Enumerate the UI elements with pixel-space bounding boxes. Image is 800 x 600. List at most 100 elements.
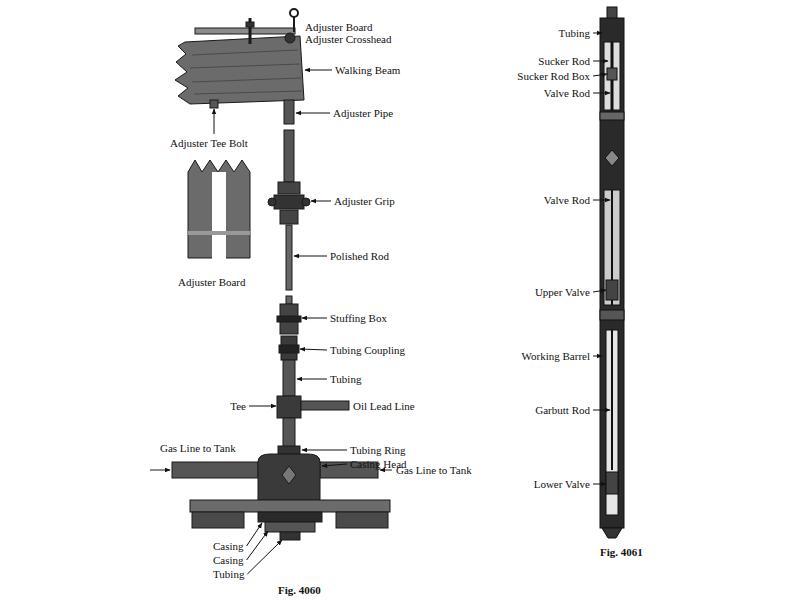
leader-line (311, 201, 331, 202)
tubing (280, 532, 300, 540)
adjuster-grip (274, 195, 304, 209)
sucker-rod-box (607, 68, 617, 80)
collar (600, 112, 624, 120)
tubing-tip (602, 528, 622, 538)
adjuster-pipe (284, 100, 294, 124)
part-label: Sucker Rod Box (517, 70, 590, 82)
leader-line (247, 531, 268, 560)
leader-line (593, 33, 602, 34)
part-label: Walking Beam (335, 64, 400, 76)
casing (265, 522, 315, 532)
grip-bolt (302, 198, 310, 206)
lower-valve (606, 472, 618, 494)
polished-rod (286, 225, 292, 290)
stuffing-box-ring (277, 316, 301, 322)
part-label: Valve Rod (544, 87, 590, 99)
upper-valve (606, 280, 618, 300)
tubing-top (607, 7, 617, 19)
leader-line (593, 61, 608, 62)
platform-beam (336, 512, 388, 528)
eye-bolt (290, 9, 298, 17)
cutaway (604, 190, 620, 305)
part-label: Casing (213, 540, 244, 552)
leader-line (593, 290, 606, 292)
tubing (283, 360, 295, 396)
leader-line (593, 74, 607, 76)
figure-caption: Fig. 4061 (600, 546, 643, 558)
oil-lead-line (301, 401, 349, 410)
part-label: Upper Valve (535, 286, 590, 298)
leader-line (302, 450, 347, 451)
adjuster-tee-bolt (210, 100, 218, 108)
leader-line (294, 256, 327, 257)
grip-bolt (268, 198, 276, 206)
tubing-coupling-ring (279, 345, 299, 353)
adjuster-grip (278, 182, 300, 194)
leader-line (214, 109, 215, 134)
part-label: Adjuster Pipe (333, 107, 393, 119)
board-band (188, 231, 250, 235)
eye-bolt-shank (293, 17, 295, 32)
polished-rod (286, 296, 292, 304)
wood-grain (190, 50, 302, 94)
collar (600, 310, 624, 320)
gas-line (172, 462, 258, 478)
part-label: Tubing Coupling (330, 344, 405, 356)
leader-line (305, 70, 332, 71)
part-label: Polished Rod (330, 250, 389, 262)
leader-line (593, 200, 610, 201)
part-label: Garbutt Rod (535, 404, 590, 416)
part-label: Adjuster Grip (334, 195, 395, 207)
adjuster-board-detail (188, 160, 250, 258)
part-label: Stuffing Box (330, 312, 387, 324)
leader-line (300, 349, 327, 350)
part-label: Tubing (330, 373, 361, 385)
leader-line (593, 484, 606, 485)
maker-mark (605, 150, 619, 166)
tubing-body (600, 18, 624, 528)
platform (190, 500, 390, 512)
working-pump (600, 7, 624, 538)
part-label: Sucker Rod (538, 55, 590, 67)
maker-mark (282, 466, 296, 484)
adjuster-board (195, 28, 295, 34)
board-slot (212, 172, 226, 259)
part-label: Gas Line to Tank (160, 442, 236, 454)
leader-line (249, 406, 276, 407)
adjuster-pipe (284, 130, 294, 182)
casing (258, 512, 322, 522)
leader-line (593, 410, 610, 411)
adjuster-crosshead (285, 33, 295, 43)
part-label: Oil Lead Line (353, 400, 415, 412)
part-label: Tubing (559, 27, 590, 39)
leader-line (322, 464, 347, 466)
leader-line (593, 93, 610, 94)
part-label: Valve Rod (544, 194, 590, 206)
part-label: Lower Valve (534, 478, 590, 490)
platform-beam (192, 512, 244, 528)
garbutt-rod (611, 330, 613, 470)
casing-head (258, 454, 320, 500)
figure-caption: Fig. 4060 (278, 584, 321, 596)
flow-arrow (150, 470, 170, 471)
part-label: Tubing Ring (350, 444, 406, 456)
leader-line (247, 540, 282, 574)
part-label: Tee (230, 400, 246, 412)
leader-line (302, 318, 327, 319)
working-barrel-cutaway (606, 330, 618, 515)
tubing (283, 418, 295, 448)
part-label: Adjuster Crosshead (305, 33, 391, 45)
part-label: Casing (213, 554, 244, 566)
part-label: Adjuster Tee Bolt (170, 137, 248, 149)
walking-beam (175, 36, 304, 104)
part-label: Adjuster Board (178, 276, 246, 288)
part-label: Working Barrel (522, 350, 590, 362)
adjuster-grip (280, 210, 298, 224)
cutaway (604, 42, 620, 110)
part-label: Gas Line to Tank (396, 464, 472, 476)
part-label: Adjuster Board (305, 21, 373, 33)
leader-line (297, 379, 327, 380)
